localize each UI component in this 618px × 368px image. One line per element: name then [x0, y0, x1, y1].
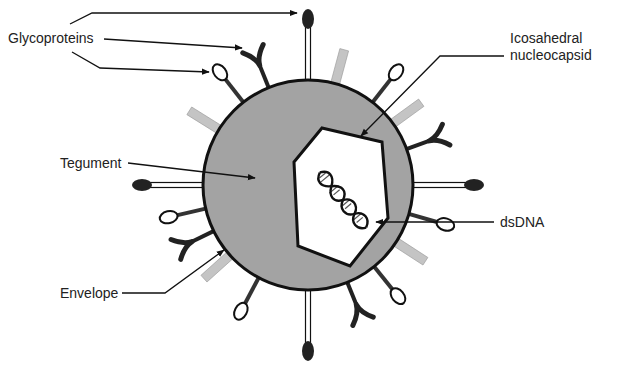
part-label: Envelope [60, 285, 118, 302]
glycoprotein-spikes [132, 9, 484, 361]
glycoprotein-spike [406, 208, 455, 233]
glycoprotein-spike [302, 9, 314, 80]
label-holder: Icosahedral nucleocapsid [510, 30, 610, 64]
glycoprotein-spike [302, 290, 314, 361]
part-label: Icosahedral nucleocapsid [510, 30, 610, 64]
dna-helix [315, 168, 372, 232]
glycoprotein-spike [369, 262, 409, 307]
glycoprotein-spike [187, 107, 222, 134]
label-holder: Tegument [60, 155, 121, 172]
glycoprotein-spike [331, 49, 349, 86]
leader-arrow [361, 56, 504, 136]
glycoprotein-spike [413, 179, 484, 191]
leader-lines [70, 13, 504, 293]
glycoprotein-spike [231, 274, 264, 322]
part-label: Tegument [60, 155, 121, 172]
label-holder: dsDNA [500, 214, 544, 231]
label-holder: Glycoproteins [8, 30, 94, 47]
part-label: dsDNA [500, 214, 544, 231]
glycoprotein-spike [367, 62, 406, 107]
leader-arrow [72, 52, 209, 72]
glycoprotein-spike [210, 62, 249, 107]
leader-arrow [122, 250, 224, 293]
leader-arrow [376, 221, 494, 222]
label-holder: Envelope [60, 285, 118, 302]
glycoprotein-spike [393, 238, 428, 265]
nucleocapsid-hexagon [294, 128, 388, 266]
glycoprotein-spike [132, 179, 203, 191]
leader-arrow [104, 39, 242, 48]
glycoprotein-spike [159, 203, 208, 225]
leader-arrow [128, 163, 255, 178]
leader-arrow [70, 13, 297, 24]
viral-envelope [203, 80, 413, 290]
part-label: Glycoproteins [8, 30, 94, 47]
